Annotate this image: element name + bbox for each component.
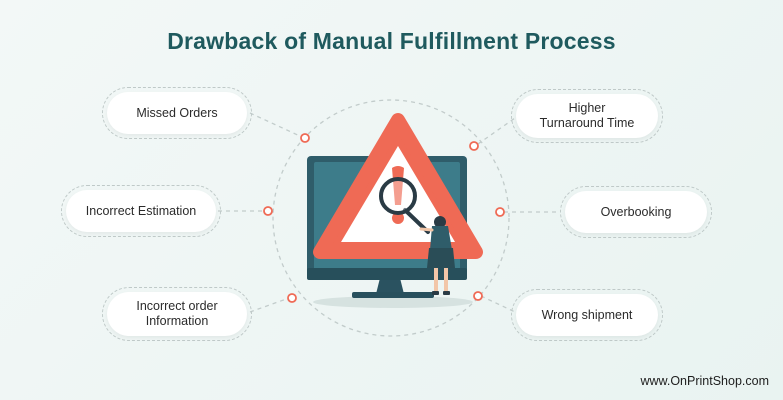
item-incorrect-order-information: Incorrect order Information (102, 287, 252, 341)
page-title: Drawback of Manual Fulfillment Process (167, 28, 616, 54)
item-missed-orders: Missed Orders (102, 87, 252, 139)
node-higher-turnaround (469, 141, 479, 151)
connector-incorrect-order (249, 297, 290, 313)
dashed-orbit (272, 99, 510, 337)
item-higher-turnaround-time: Higher Turnaround Time (511, 89, 663, 143)
node-overbooking (495, 207, 505, 217)
node-missed-orders (300, 133, 310, 143)
node-wrong-shipment (473, 291, 483, 301)
item-overbooking: Overbooking (560, 186, 712, 238)
item-wrong-shipment: Wrong shipment (511, 289, 663, 341)
connector-wrong-shipment (480, 295, 516, 313)
node-incorrect-estimation (263, 206, 273, 216)
connector-missed-orders (249, 112, 303, 138)
connector-higher-turnaround (477, 117, 516, 145)
woman-figure (419, 216, 455, 295)
item-incorrect-estimation: Incorrect Estimation (61, 185, 221, 237)
node-incorrect-order (287, 293, 297, 303)
website-url: www.OnPrintShop.com (640, 374, 769, 388)
